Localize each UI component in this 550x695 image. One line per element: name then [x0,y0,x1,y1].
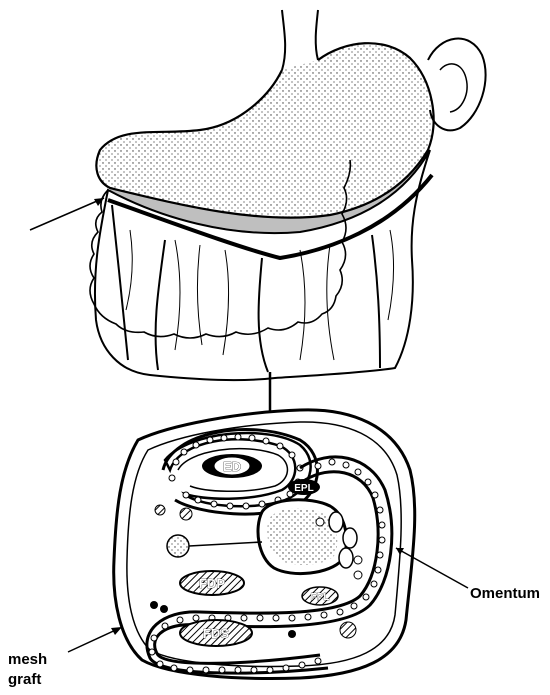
tendon-fds: FDS [180,620,252,646]
stomach [96,10,485,232]
label-fdp: FDP [199,576,225,591]
label-epl: EPL [294,483,313,494]
tendon-epl: EPL [288,479,320,495]
omentum-label-group: Omentum [396,548,540,602]
tendon-fdp: FDP [180,571,244,595]
omentum-label: Omentum [470,585,540,602]
label-ed: ED [223,459,241,474]
label-fpl: FPL [311,592,330,603]
mesh-graft-label-line2: graft [8,671,41,688]
mesh-graft-label-group: mesh graft [8,627,122,688]
forearm-cross-section: ED EPL FDP FPL FDS [114,410,415,679]
mesh-graft-label-line1: mesh [8,651,47,668]
radius-bone [258,500,346,574]
tendon-ed: ED [202,454,262,478]
label-fds: FDS [203,626,229,641]
tendon-fpl: FPL [302,587,338,605]
pointer-arrow-upper [30,198,104,230]
